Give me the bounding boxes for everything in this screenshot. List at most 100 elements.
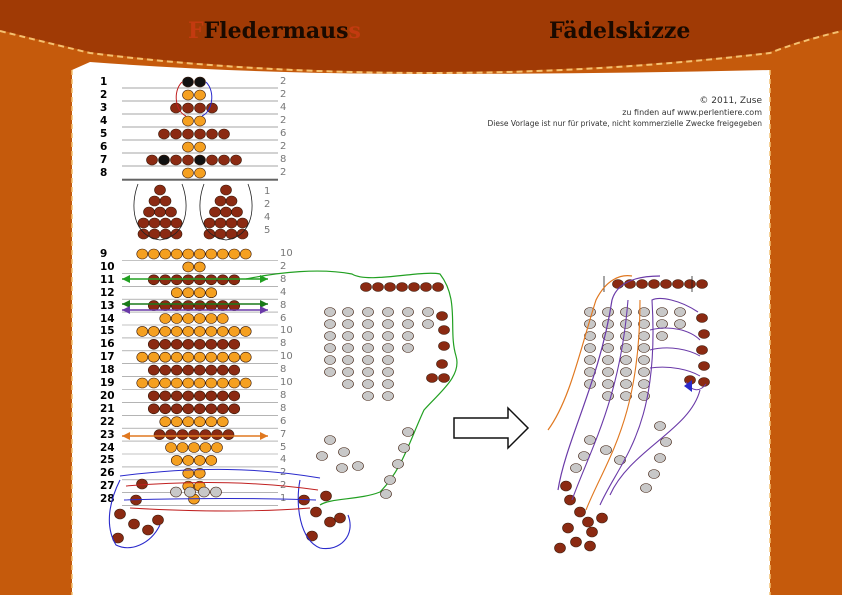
bead <box>420 282 432 292</box>
ear-bead-count: 2 <box>264 199 271 210</box>
bead <box>194 115 206 127</box>
bead <box>136 377 149 389</box>
credit-source: zu finden auf www.perlentiere.com <box>622 108 762 117</box>
bead <box>193 274 206 286</box>
bead <box>380 489 392 499</box>
bead <box>636 279 648 289</box>
bead <box>159 416 172 428</box>
bead <box>193 287 206 299</box>
bead <box>193 390 206 402</box>
purple-thread <box>649 327 701 377</box>
bead <box>362 319 374 329</box>
bead <box>362 307 374 317</box>
bead <box>582 516 594 528</box>
bead <box>436 311 448 321</box>
row-number: 18 <box>100 364 115 377</box>
bead <box>159 390 172 402</box>
bead <box>382 307 394 317</box>
bead <box>338 447 350 457</box>
bead <box>584 355 596 365</box>
bead <box>203 228 216 240</box>
row-number: 14 <box>100 312 115 325</box>
bead <box>206 102 218 114</box>
bead <box>147 300 160 311</box>
pattern-title: FFledermauss <box>188 18 361 44</box>
bead <box>216 416 229 428</box>
thread-path <box>125 482 319 491</box>
bead-count: 8 <box>280 299 287 311</box>
bead <box>188 442 200 453</box>
bead-count: 10 <box>280 325 293 337</box>
bead <box>182 390 195 402</box>
bead <box>620 343 632 353</box>
bead <box>362 379 374 389</box>
bead <box>170 377 183 389</box>
bead <box>205 248 218 260</box>
bead <box>159 338 172 350</box>
bead <box>205 300 218 311</box>
bead <box>136 478 148 490</box>
arrow-head <box>122 275 130 283</box>
row-number: 16 <box>100 338 115 351</box>
bead <box>159 377 172 389</box>
bead <box>324 331 336 341</box>
bead <box>402 427 414 437</box>
bead <box>182 403 195 415</box>
row-number: 1 <box>100 76 108 88</box>
bead-count: 8 <box>280 154 287 165</box>
bead <box>342 367 354 377</box>
bead <box>159 403 172 415</box>
bead <box>584 435 596 445</box>
ear-thread <box>133 183 187 241</box>
bead <box>216 403 229 415</box>
row-number: 4 <box>100 115 108 127</box>
orange-thread <box>547 275 633 431</box>
bead <box>170 364 183 376</box>
bead <box>638 307 650 317</box>
bead <box>570 463 582 473</box>
bead <box>228 300 241 311</box>
bead-count: 4 <box>280 454 287 466</box>
bead <box>137 217 150 229</box>
bead <box>342 379 354 389</box>
row-number: 15 <box>100 325 115 338</box>
bead <box>170 416 183 428</box>
bead <box>147 364 160 376</box>
orange-thread <box>585 299 641 511</box>
thread-path <box>108 479 161 549</box>
bead <box>334 512 346 524</box>
bead <box>182 89 194 101</box>
bead <box>228 351 241 363</box>
row-number: 25 <box>100 454 115 467</box>
bead <box>147 351 160 363</box>
row-number: 22 <box>100 415 115 428</box>
bead <box>182 455 195 466</box>
bead-count: 8 <box>280 389 287 401</box>
bead <box>206 154 218 166</box>
row-number: 11 <box>100 273 115 286</box>
bead <box>193 467 206 479</box>
arrow-head <box>260 300 268 308</box>
bead <box>620 391 632 401</box>
bead <box>382 355 394 365</box>
bead <box>199 442 212 453</box>
bead <box>239 377 252 389</box>
bead-count: 2 <box>280 260 287 272</box>
bead <box>320 490 332 502</box>
bead-count: 10 <box>280 351 293 363</box>
bead <box>170 102 182 114</box>
bead-count: 6 <box>280 312 287 324</box>
bead <box>193 364 206 376</box>
thread-path <box>119 468 321 479</box>
bead <box>398 443 410 453</box>
bead-count: 8 <box>280 402 287 414</box>
arrow-right-icon <box>453 406 530 450</box>
credit-copyright: © 2011, Zuse <box>699 96 762 106</box>
bead <box>360 282 372 292</box>
thread-path <box>129 507 311 512</box>
thread-path <box>297 479 351 550</box>
bead <box>316 451 328 461</box>
bead <box>170 154 182 166</box>
